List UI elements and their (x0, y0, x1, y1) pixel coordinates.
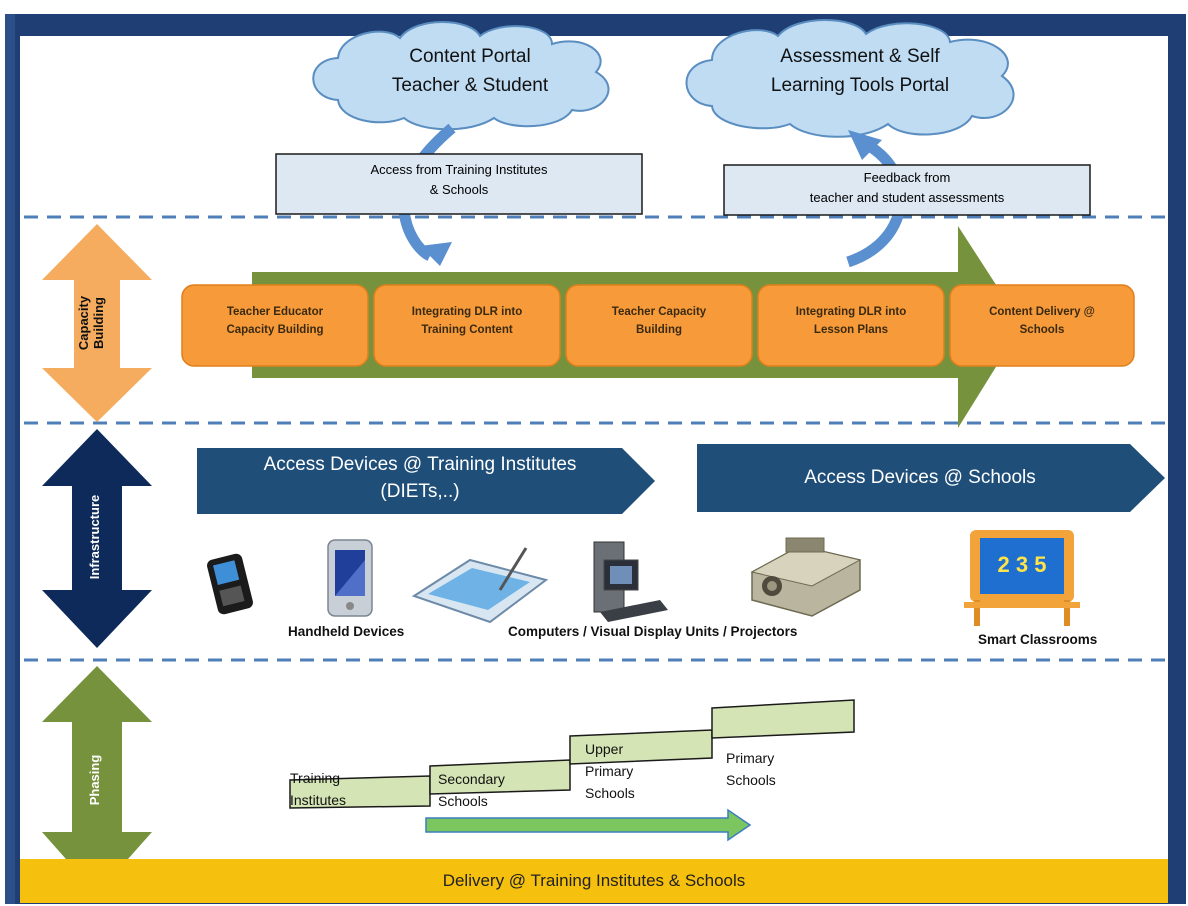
banner-training-label: Access Devices @ Training Institutes (DI… (200, 454, 640, 504)
graphics-tablet-icon (411, 547, 549, 624)
stage-4-line2: Lesson Plans (813, 323, 889, 336)
computers-projectors-label: Computers / Visual Display Units / Proje… (508, 624, 798, 639)
assessment-portal-line2: Learning Tools Portal (770, 74, 950, 96)
curved-arrow-right-head (848, 130, 882, 160)
stage-1-line2: Capacity Building (226, 323, 324, 336)
phase-label-upper-primary: Upper Primary Schools (585, 741, 635, 801)
phase-step-4 (711, 699, 855, 739)
feedback-note-line1: Feedback from (863, 170, 951, 185)
assessment-portal-label: Assessment & Self Learning Tools Portal (720, 46, 1000, 98)
stage-3-line1: Teacher Capacity (611, 306, 707, 318)
phase-primary-line2: Schools (726, 771, 776, 788)
phase-upper-line2: Primary (585, 762, 634, 779)
stage-label-1: Teacher Educator Capacity Building (182, 306, 368, 338)
left-edge-strip (5, 14, 15, 904)
stage-box-2 (373, 284, 561, 367)
stage-box-5 (949, 284, 1135, 367)
footer-bar (20, 859, 1168, 903)
access-note-line1: Access from Training Institutes (370, 162, 548, 177)
phase-step-3 (569, 729, 713, 765)
feedback-note-line2: teacher and student assessments (809, 189, 1005, 205)
mobile-phone-icon (207, 553, 253, 615)
assessment-portal-cloud (685, 19, 1015, 138)
tablet-device-icon (327, 539, 373, 617)
phase-primary-line1: Primary (726, 750, 775, 766)
projector-icon (750, 537, 862, 617)
access-note-box (275, 153, 643, 215)
capacity-line2: Building (90, 297, 106, 349)
stage-4-line1: Integrating DLR into (795, 306, 907, 318)
phase-label-secondary: Secondary Schools (438, 771, 505, 810)
stage-label-3: Teacher Capacity Building (566, 306, 752, 338)
capacity-building-label: Capacity Building (76, 273, 117, 373)
capacity-line1: Capacity (76, 295, 91, 351)
phase-upper-line1: Upper (585, 741, 624, 757)
curved-arrow-left-head (420, 242, 452, 266)
stage-5-line2: Schools (1019, 323, 1065, 336)
phase-secondary-line2: Schools (438, 792, 488, 809)
feedback-note-box (723, 164, 1091, 216)
content-portal-line2: Teacher & Student (391, 74, 549, 96)
banner-training-line2: (DIETs,..) (380, 480, 460, 502)
banner-schools (697, 444, 1165, 512)
stage-label-5: Content Delivery @ Schools (950, 306, 1134, 338)
banner-schools-label: Access Devices @ Schools (804, 467, 1036, 488)
phase-label-training: Training Institutes (290, 770, 346, 809)
stage-3-line2: Building (636, 323, 682, 336)
capacity-side-arrow (42, 224, 152, 422)
phase-step-2 (429, 759, 571, 795)
phase-secondary-line1: Secondary (438, 771, 505, 787)
handheld-devices-label: Handheld Devices (288, 624, 405, 639)
phase-step-1 (289, 775, 431, 809)
phasing-side-arrow (42, 666, 152, 894)
infrastructure-label: Infrastructure (87, 494, 102, 580)
phase-upper-line3: Schools (585, 784, 635, 801)
phasing-progress-arrow (425, 808, 752, 842)
banner-training-institutes (197, 448, 655, 514)
smart-classrooms-label: Smart Classrooms (978, 632, 1098, 647)
banner-training-line1: Access Devices @ Training Institutes (263, 454, 577, 475)
stage-2-line2: Training Content (421, 323, 513, 336)
content-portal-label: Content Portal Teacher & Student (345, 46, 595, 98)
phase-training-line1: Training (290, 770, 341, 786)
stage-1-line1: Teacher Educator (226, 306, 324, 318)
content-portal-line1: Content Portal (409, 46, 531, 67)
stage-2-line1: Integrating DLR into (411, 306, 523, 318)
stage-box-3 (565, 284, 753, 367)
stage-label-4: Integrating DLR into Lesson Plans (758, 306, 944, 338)
footer-label: Delivery @ Training Institutes & Schools (442, 871, 746, 890)
stage-5-line1: Content Delivery @ (989, 306, 1095, 318)
access-note-label: Access from Training Institutes & School… (276, 162, 642, 197)
stage-box-4 (757, 284, 945, 367)
phasing-label: Phasing (87, 754, 102, 806)
phase-label-primary: Primary Schools (726, 750, 776, 789)
access-note-line2: & Schools (429, 181, 489, 197)
phase-training-line2: Institutes (290, 791, 347, 808)
smart-board-digits: 2 3 5 (997, 552, 1047, 577)
smart-board-icon (964, 530, 1080, 626)
assessment-portal-line1: Assessment & Self (780, 46, 940, 67)
feedback-note-label: Feedback from teacher and student assess… (724, 170, 1090, 205)
desktop-computer-icon (593, 541, 668, 622)
stage-box-1 (181, 284, 369, 367)
stage-label-2: Integrating DLR into Training Content (374, 306, 560, 338)
infrastructure-side-arrow (42, 429, 152, 648)
